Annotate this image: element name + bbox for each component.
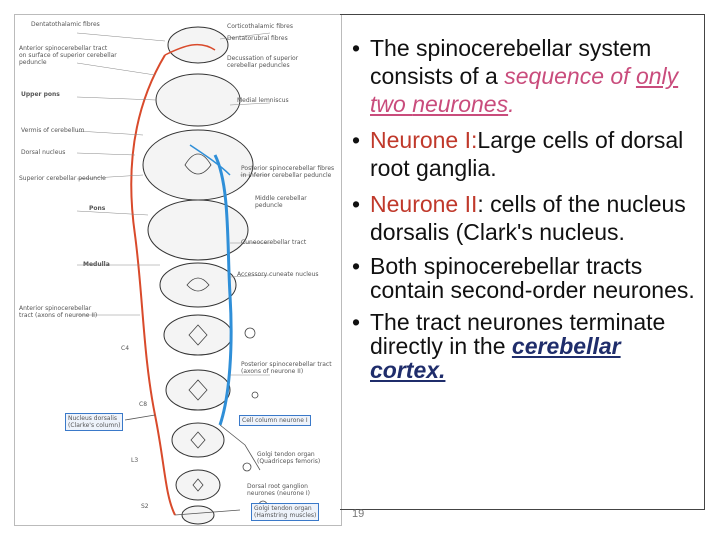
label-golgi-ham-2: (Hamstring muscles)	[254, 512, 317, 519]
label-c4: C4	[121, 345, 130, 352]
bullet-1-text: The spinocerebellar system consists of a	[370, 35, 652, 89]
label-golgi-quad-2: (Quadriceps femoris)	[257, 458, 321, 465]
label-dorsal-root: Dorsal root ganglion	[247, 483, 308, 490]
label-cell-column: Cell column neurone I	[239, 415, 311, 426]
label-cuneocerebellar: Cuneocerebellar tract	[241, 239, 307, 246]
bullet-item: Neurone I:Large cells of dorsal root gan…	[352, 126, 700, 182]
label-corticothalamic: Corticothalamic fibres	[227, 23, 293, 30]
bullet-2-label: Neurone I:	[370, 127, 478, 153]
bullet-list: The spinocerebellar system consists of a…	[352, 34, 700, 390]
label-dentatorubral: Dentatorubral fibres	[227, 35, 288, 42]
bullet-item: The tract neurones terminate directly in…	[352, 310, 700, 382]
page-number: 19	[352, 508, 365, 520]
label-dorsal-nucleus: Dorsal nucleus	[21, 149, 66, 156]
label-middle-peduncle-2: peduncle	[255, 202, 283, 209]
label-on-surface: on surface of superior cerebellar	[19, 52, 117, 59]
label-posterior-fibres: Posterior spinocerebellar fibres	[241, 165, 335, 172]
label-medulla: Medulla	[83, 261, 110, 268]
bullet-5-emphasis: cerebellar cortex.	[370, 333, 621, 383]
label-accessory-cuneate: Accessory cuneate nucleus	[237, 271, 319, 278]
label-middle-peduncle: Middle cerebellar	[255, 195, 307, 202]
label-decussation: Decussation of superior	[227, 55, 299, 62]
spinocerebellar-diagram: Dentatothalamic fibres Corticothalamic f…	[14, 14, 342, 526]
bullet-1-emphasis-underlined: only two	[370, 63, 679, 117]
bullet-4-text: Both spinocerebellar tracts contain seco…	[370, 253, 695, 303]
label-peduncle: peduncle	[19, 59, 47, 66]
label-c8: C8	[139, 401, 148, 408]
label-anterior-tract: Anterior spinocerebellar tract	[19, 45, 108, 52]
bullet-item: The spinocerebellar system consists of a…	[352, 34, 700, 118]
bullet-3-label: Neurone II	[370, 191, 478, 217]
label-nucleus-dorsalis-box: Nucleus dorsalis (Clarke's column)	[65, 413, 124, 431]
text-frame	[340, 14, 705, 510]
label-dorsal-root-2: neurones (neurone I)	[247, 490, 310, 497]
label-cerebellar-peduncles: cerebellar peduncles	[227, 62, 290, 69]
bullet-1-neurones: neurones	[412, 91, 509, 117]
bullet-2-text: Large cells of dorsal root ganglia.	[370, 127, 684, 181]
bullet-1-emphasis: sequence of	[504, 63, 636, 89]
label-anterior-neurone-2: tract (axons of neurone II)	[19, 312, 98, 319]
diagram-illustration	[76, 26, 271, 525]
label-dentatothalamic: Dentatothalamic fibres	[31, 21, 100, 28]
label-nucleus-dorsalis: Nucleus dorsalis	[68, 415, 117, 422]
label-posterior-tract-2: (axons of neurone II)	[241, 368, 304, 375]
label-golgi-ham: Golgi tendon organ	[254, 505, 312, 512]
label-s2: S2	[141, 503, 149, 510]
label-golgi-quad: Golgi tendon organ	[257, 451, 315, 458]
label-vermis: Vermis of cerebellum	[21, 127, 85, 134]
bullet-5-text: The tract neurones terminate directly in…	[370, 309, 666, 359]
label-in-inferior-peduncle: in inferior cerebellar peduncle	[241, 172, 332, 179]
label-upper-pons: Upper pons	[21, 91, 60, 98]
label-anterior-neurone: Anterior spinocerebellar	[19, 305, 92, 312]
label-medial-lemniscus: Medial lemniscus	[237, 97, 289, 104]
label-posterior-tract: Posterior spinocerebellar tract	[241, 361, 332, 368]
label-superior-peduncle: Superior cerebellar peduncle	[19, 175, 106, 182]
label-clarkes-column: (Clarke's column)	[68, 422, 121, 429]
bullet-1-period: .	[508, 91, 515, 117]
bullet-item: Neurone II: cells of the nucleus dorsali…	[352, 190, 700, 246]
bullet-item: Both spinocerebellar tracts contain seco…	[352, 254, 700, 302]
label-golgi-ham-box: Golgi tendon organ (Hamstring muscles)	[251, 503, 320, 521]
label-l3: L3	[131, 457, 139, 464]
bullet-3-text: : cells of the nucleus dorsalis (Clark's…	[370, 191, 686, 245]
label-pons: Pons	[89, 205, 106, 212]
